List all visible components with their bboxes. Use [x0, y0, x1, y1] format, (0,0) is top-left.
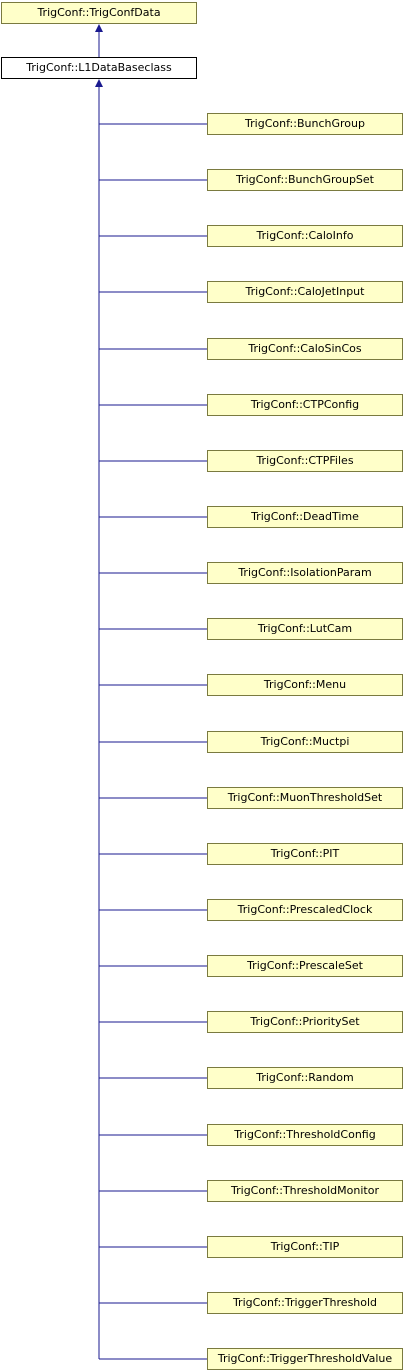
- node-calosincos[interactable]: TrigConf::CaloSinCos: [207, 338, 403, 360]
- node-menu[interactable]: TrigConf::Menu: [207, 674, 403, 696]
- node-caloinfo[interactable]: TrigConf::CaloInfo: [207, 225, 403, 247]
- node-thresholdmonitor[interactable]: TrigConf::ThresholdMonitor: [207, 1180, 403, 1202]
- node-trigconfdata[interactable]: TrigConf::TrigConfData: [1, 2, 197, 24]
- node-thresholdconfig[interactable]: TrigConf::ThresholdConfig: [207, 1124, 403, 1146]
- node-tip[interactable]: TrigConf::TIP: [207, 1236, 403, 1258]
- node-priorityset[interactable]: TrigConf::PrioritySet: [207, 1011, 403, 1033]
- arrowhead-trigconfdata: [95, 24, 103, 32]
- node-prescaledclock[interactable]: TrigConf::PrescaledClock: [207, 899, 403, 921]
- node-ctpfiles[interactable]: TrigConf::CTPFiles: [207, 450, 403, 472]
- node-l1databaseclass: TrigConf::L1DataBaseclass: [1, 57, 197, 79]
- arrowhead-l1databaseclass: [95, 79, 103, 87]
- node-calojetinput[interactable]: TrigConf::CaloJetInput: [207, 281, 403, 303]
- node-lutcam[interactable]: TrigConf::LutCam: [207, 618, 403, 640]
- node-random[interactable]: TrigConf::Random: [207, 1067, 403, 1089]
- node-bunchgroup[interactable]: TrigConf::BunchGroup: [207, 113, 403, 135]
- node-isolationparam[interactable]: TrigConf::IsolationParam: [207, 562, 403, 584]
- node-triggerthreshold[interactable]: TrigConf::TriggerThreshold: [207, 1292, 403, 1314]
- node-ctpconfig[interactable]: TrigConf::CTPConfig: [207, 394, 403, 416]
- node-triggerthresholdvalue[interactable]: TrigConf::TriggerThresholdValue: [207, 1348, 403, 1370]
- node-deadtime[interactable]: TrigConf::DeadTime: [207, 506, 403, 528]
- node-muonthresholdset[interactable]: TrigConf::MuonThresholdSet: [207, 787, 403, 809]
- node-muctpi[interactable]: TrigConf::Muctpi: [207, 731, 403, 753]
- node-pit[interactable]: TrigConf::PIT: [207, 843, 403, 865]
- node-prescaleset[interactable]: TrigConf::PrescaleSet: [207, 955, 403, 977]
- node-bunchgroupset[interactable]: TrigConf::BunchGroupSet: [207, 169, 403, 191]
